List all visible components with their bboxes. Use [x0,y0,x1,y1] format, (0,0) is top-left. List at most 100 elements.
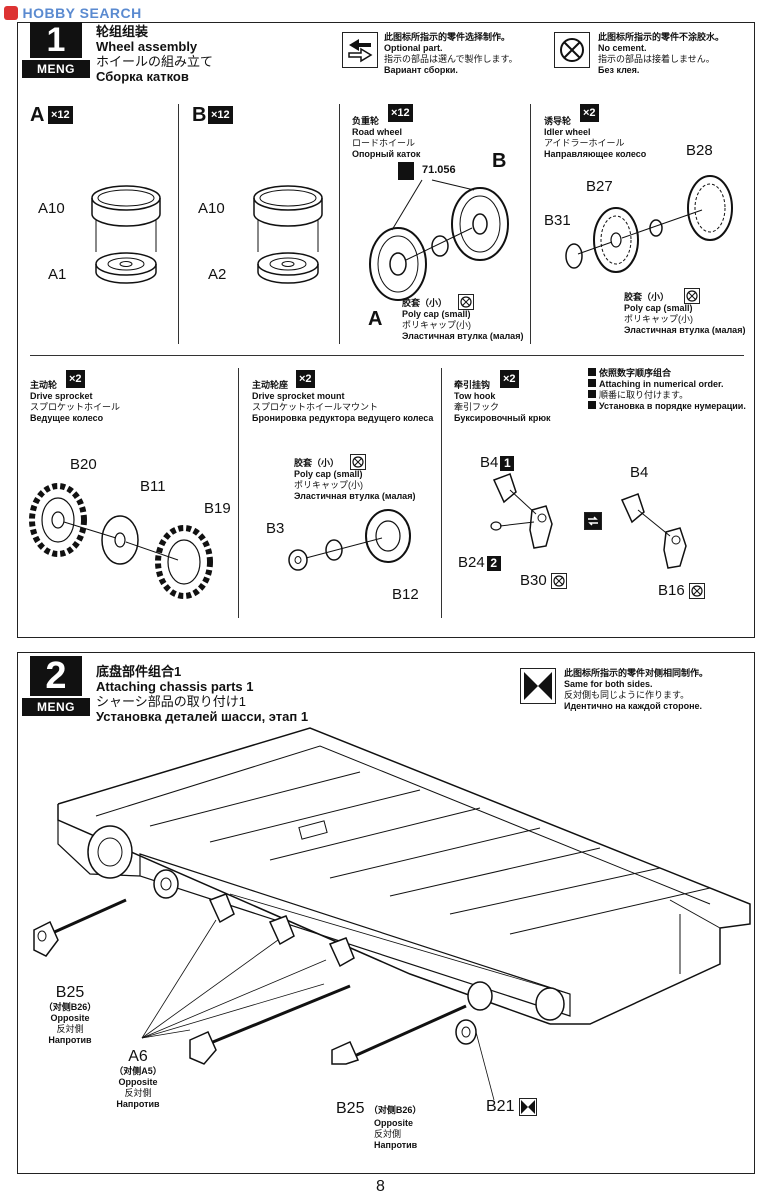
idler-wheel-header: 诱导轮 Idler wheel アイドラーホイール Направляющее к… [544,116,646,160]
idler-wheel-en: Idler wheel [544,127,591,137]
sub-b-part-a10: A10 [198,200,225,217]
divider-v5 [441,368,442,618]
tow-hook-part-b16: B16 [658,582,685,599]
step1-title: 轮组组装 Wheel assembly ホイールの組み立て Сборка кат… [96,24,213,84]
sprocket-mount-part-b12: B12 [392,586,419,603]
road-wheel-header: 负重轮 Road wheel ロードホイール Опорный каток [352,116,420,160]
a6-jp: 反対側 [124,1088,152,1098]
idler-part-b27: B27 [586,178,613,195]
idler-polycap-zh: 胶套（小） [624,292,670,302]
sprocket-mount-ru: Бронировка редуктора ведущего колеса [252,413,434,423]
sprocket-mount-polycap-en: Poly cap (small) [294,469,363,479]
same-note-ru: Идентично на каждой стороне. [564,701,703,711]
step2-number: 2 [30,656,82,696]
numerical-zh: 依照数字顺序组合 [599,368,672,378]
numerical-order-note: 依照数字顺序组合 Attaching in numerical order. 順… [588,368,746,412]
tow-hook-header: 牵引挂钩 Tow hook 牽引フック Буксировочный крюк [454,380,551,424]
optional-note-en: Optional part. [384,43,443,53]
tow-hook-part-b30: B30 [520,572,547,589]
watermark-logo: HOBBY SEARCH [4,4,164,24]
tow-hook-part-b24: B24 [458,554,485,571]
b25-left-part: B25 [55,984,85,1001]
idler-part-b31: B31 [544,212,571,229]
drive-sprocket-drawing [29,483,213,599]
b25-bottom-part: B25 [336,1100,365,1117]
page-number: 8 [376,1178,385,1195]
tow-hook-qty: ×2 [500,370,519,388]
sprocket-mount-header: 主动轮座 Drive sprocket mount スプロケットホイールマウント… [252,380,433,424]
sprocket-mount-polycap-jp: ポリキャップ(小) [294,480,363,490]
b30-nocement-icon [550,573,567,590]
step2-box [17,652,755,1174]
road-wheel-polycap-jp: ポリキャップ(小) [402,320,471,330]
sprocket-mount-en: Drive sprocket mount [252,391,345,401]
sprocket-mount-part-b3: B3 [266,520,285,537]
b25-bottom-en: Opposite [374,1118,414,1128]
no-cement-note-ru: Без клея. [598,65,640,75]
sprocket-mount-qty: ×2 [296,370,315,388]
road-wheel-label-b: B [492,150,507,172]
same-both-sides-icon [520,668,556,704]
sub-b-qty: ×12 [208,106,233,124]
road-wheel-ru: Опорный каток [352,149,421,159]
idler-polycap-jp: ポリキャップ(小) [624,314,693,324]
tow-hook-part-b4: B4 [480,454,499,471]
idler-polycap-ru: Эластичная втулка (малая) [624,325,746,335]
a6-callout: A6 （对侧A5） Opposite 反対側 Напротив [108,1048,168,1110]
road-wheel-polycap-en: Poly cap (small) [402,309,471,319]
sprocket-mount-polycap-zh: 胶套（小） [294,458,340,468]
b21-callout: B21 [486,1098,537,1116]
sub-a-part-a10: A10 [38,200,65,217]
tow-hook-zh: 牵引挂钩 [454,380,491,390]
sprocket-part-b20: B20 [70,456,97,473]
road-wheel-qty: ×12 [388,104,413,122]
step1-title-jp: ホイールの組み立て [96,54,214,69]
optional-note-jp: 指示の部品は選んで製作します。 [384,54,518,64]
paint-icon [398,162,414,180]
optional-note: 此图标所指示的零件选择制作。 Optional part. 指示の部品は選んで製… [384,32,518,76]
tow-hook-ru: Буксировочный крюк [454,413,551,423]
step1-number: 1 [30,22,82,58]
same-note-zh: 此图标所指示的零件对侧相同制作。 [564,668,709,678]
same-note-jp: 反対側も同じように作ります。 [564,690,690,700]
idler-part-b28: B28 [686,142,713,159]
a6-en: Opposite [118,1077,158,1087]
step1-box [17,22,755,638]
divider-v3 [530,104,531,344]
road-wheel-zh: 负重轮 [352,116,380,126]
idler-wheel-zh: 诱导轮 [544,116,572,126]
no-cement-icon [554,32,590,68]
b21-part: B21 [486,1098,515,1116]
step2-meng-logo: MENG [22,698,90,716]
drive-sprocket-zh: 主动轮 [30,380,58,390]
wheel-half-b-drawing [253,185,323,284]
idler-wheel-qty: ×2 [580,104,599,122]
road-wheel-nocement-icon [458,294,474,310]
numerical-jp: 順番に取り付けます。 [599,390,689,400]
numerical-en: Attaching in numerical order. [599,379,724,389]
no-cement-note: 此图标所指示的零件不涂胶水。 No cement. 指示の部品は接着しません。 … [598,32,724,76]
road-wheel-en: Road wheel [352,127,403,137]
b25-left-callout: B25 （对侧B26） Opposite 反対側 Напротив [40,984,100,1046]
paint-code: 71.056 [422,164,456,176]
idler-nocement-icon [684,288,700,304]
road-wheel-polycap-zh: 胶套（小） [402,298,448,308]
tow-hook-jp: 牽引フック [454,402,500,412]
optional-swap-icon [584,512,602,530]
drive-sprocket-header: 主动轮 Drive sprocket スプロケットホイール Ведущее ко… [30,380,120,424]
sub-b-part-a2: A2 [208,266,227,283]
idler-wheel-jp: アイドラーホイール [544,138,625,148]
a6-zh: （对侧A5） [114,1066,162,1076]
road-wheel-jp: ロードホイール [352,138,416,148]
step1-title-ru: Сборка катков [96,69,189,84]
divider-h1 [30,355,744,356]
tow-hook-drawing-2 [620,493,687,569]
drive-sprocket-qty: ×2 [66,370,85,388]
drive-sprocket-jp: スプロケットホイール [30,402,121,412]
optional-part-icon [342,32,378,68]
watermark-text: HOBBY SEARCH [22,4,142,21]
sprocket-mount-drawing [288,509,411,571]
same-both-sides-note: 此图标所指示的零件对侧相同制作。 Same for both sides. 反対… [564,668,708,712]
sprocket-mount-jp: スプロケットホイールマウント [252,402,379,412]
sub-a-letter: A [30,104,45,126]
